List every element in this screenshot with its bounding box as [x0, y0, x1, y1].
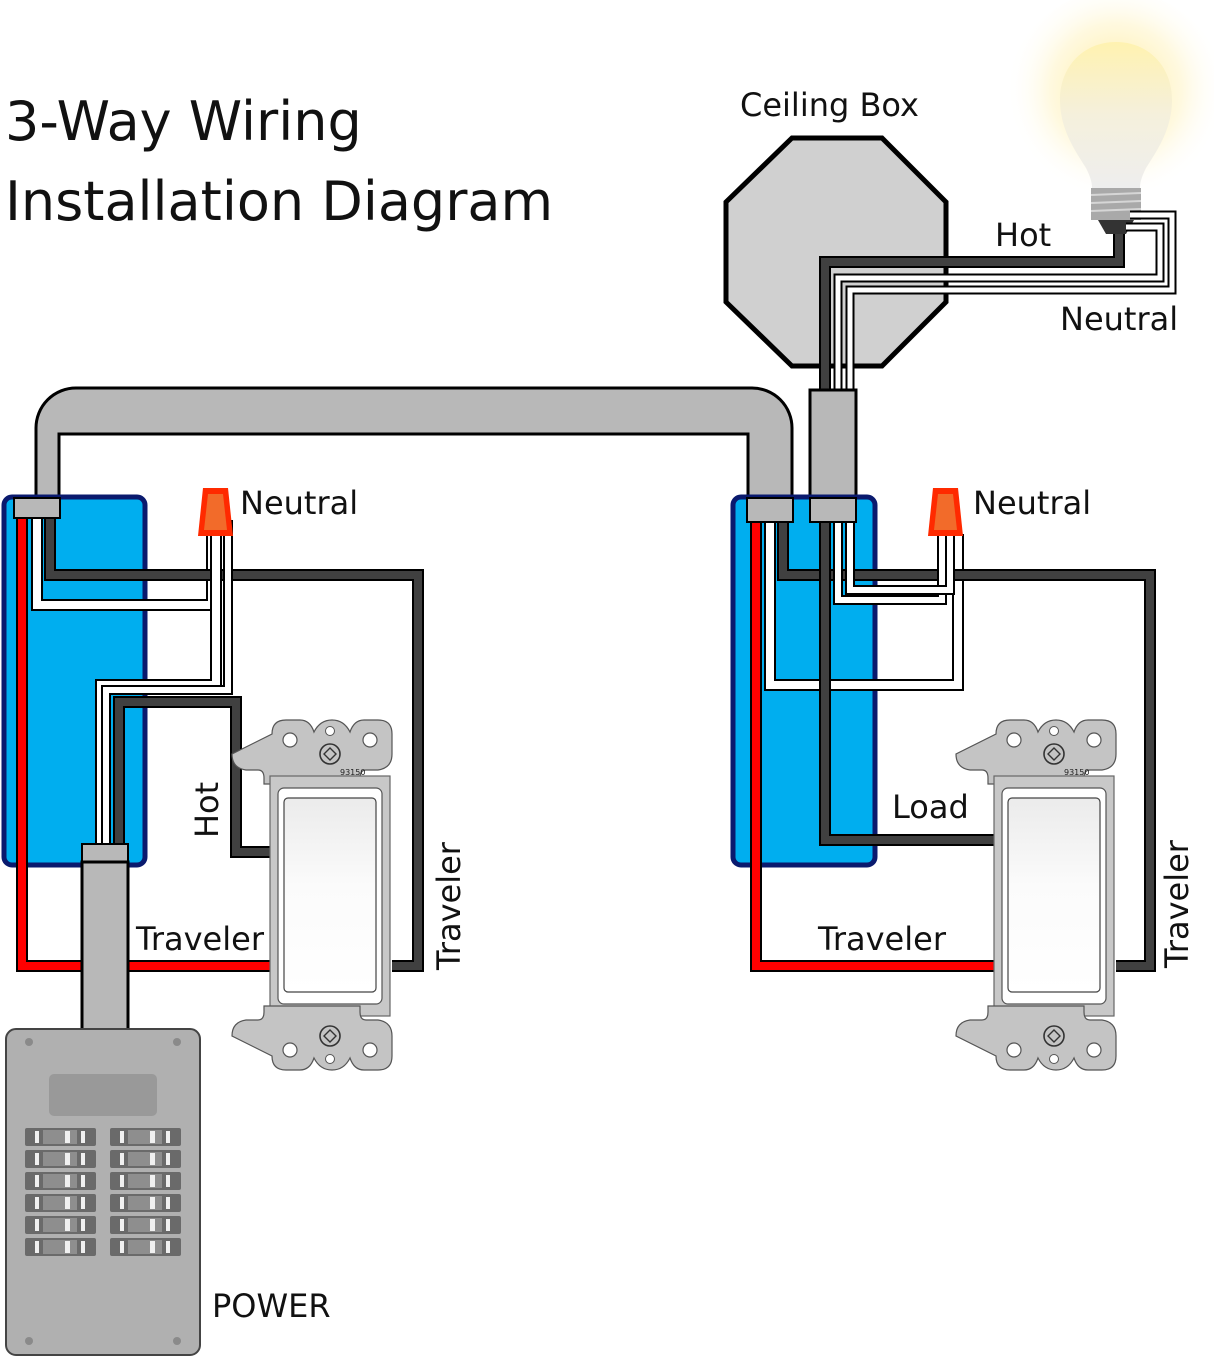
breaker	[110, 1128, 181, 1146]
right-neutral-label: Neutral	[973, 484, 1091, 522]
bulb-hot-label: Hot	[995, 216, 1051, 254]
left-traveler-label-vertical: Traveler	[430, 841, 468, 971]
title-line-2: Installation Diagram	[5, 170, 553, 233]
right-box-wires	[750, 505, 1156, 972]
power-label: POWER	[212, 1287, 331, 1325]
conduit-bridge	[34, 386, 794, 507]
breaker-grid	[25, 1128, 181, 1256]
breaker	[25, 1172, 96, 1190]
breaker	[110, 1172, 181, 1190]
breaker	[110, 1194, 181, 1212]
breaker	[25, 1128, 96, 1146]
breaker	[25, 1216, 96, 1234]
breaker	[25, 1150, 96, 1168]
left-conduit-connector-top	[13, 497, 61, 519]
left-switch: 93150	[231, 719, 393, 1071]
right-load-label: Load	[892, 788, 969, 826]
breaker	[25, 1238, 96, 1256]
right-conduit-connector-right	[809, 497, 857, 523]
right-traveler-label-horizontal: Traveler	[817, 920, 947, 958]
breaker	[25, 1194, 96, 1212]
left-wire-nut-icon	[198, 488, 233, 536]
left-traveler-label-horizontal: Traveler	[135, 920, 265, 958]
ceiling-box	[723, 135, 949, 369]
conduit-power	[80, 860, 130, 1032]
left-box-wires	[16, 515, 424, 972]
right-conduit-connector-left	[746, 497, 794, 523]
bulb-neutral-label: Neutral	[1060, 300, 1178, 338]
right-traveler-label-vertical: Traveler	[1158, 839, 1196, 969]
breaker-panel	[5, 1028, 201, 1356]
conduit-ceiling	[808, 388, 858, 507]
breaker	[110, 1150, 181, 1168]
breaker	[110, 1216, 181, 1234]
left-hot-label: Hot	[188, 782, 226, 838]
left-switch-model: 93150	[340, 768, 365, 777]
right-wire-nut-icon	[928, 488, 963, 536]
ceiling-box-label: Ceiling Box	[740, 86, 919, 124]
right-switch: 93150	[955, 719, 1117, 1071]
light-bulb-icon	[1006, 0, 1214, 234]
left-neutral-label: Neutral	[240, 484, 358, 522]
right-switch-model: 93150	[1064, 768, 1089, 777]
bulb-wires	[819, 210, 1177, 392]
title-line-1: 3-Way Wiring	[5, 90, 362, 153]
breaker	[110, 1238, 181, 1256]
